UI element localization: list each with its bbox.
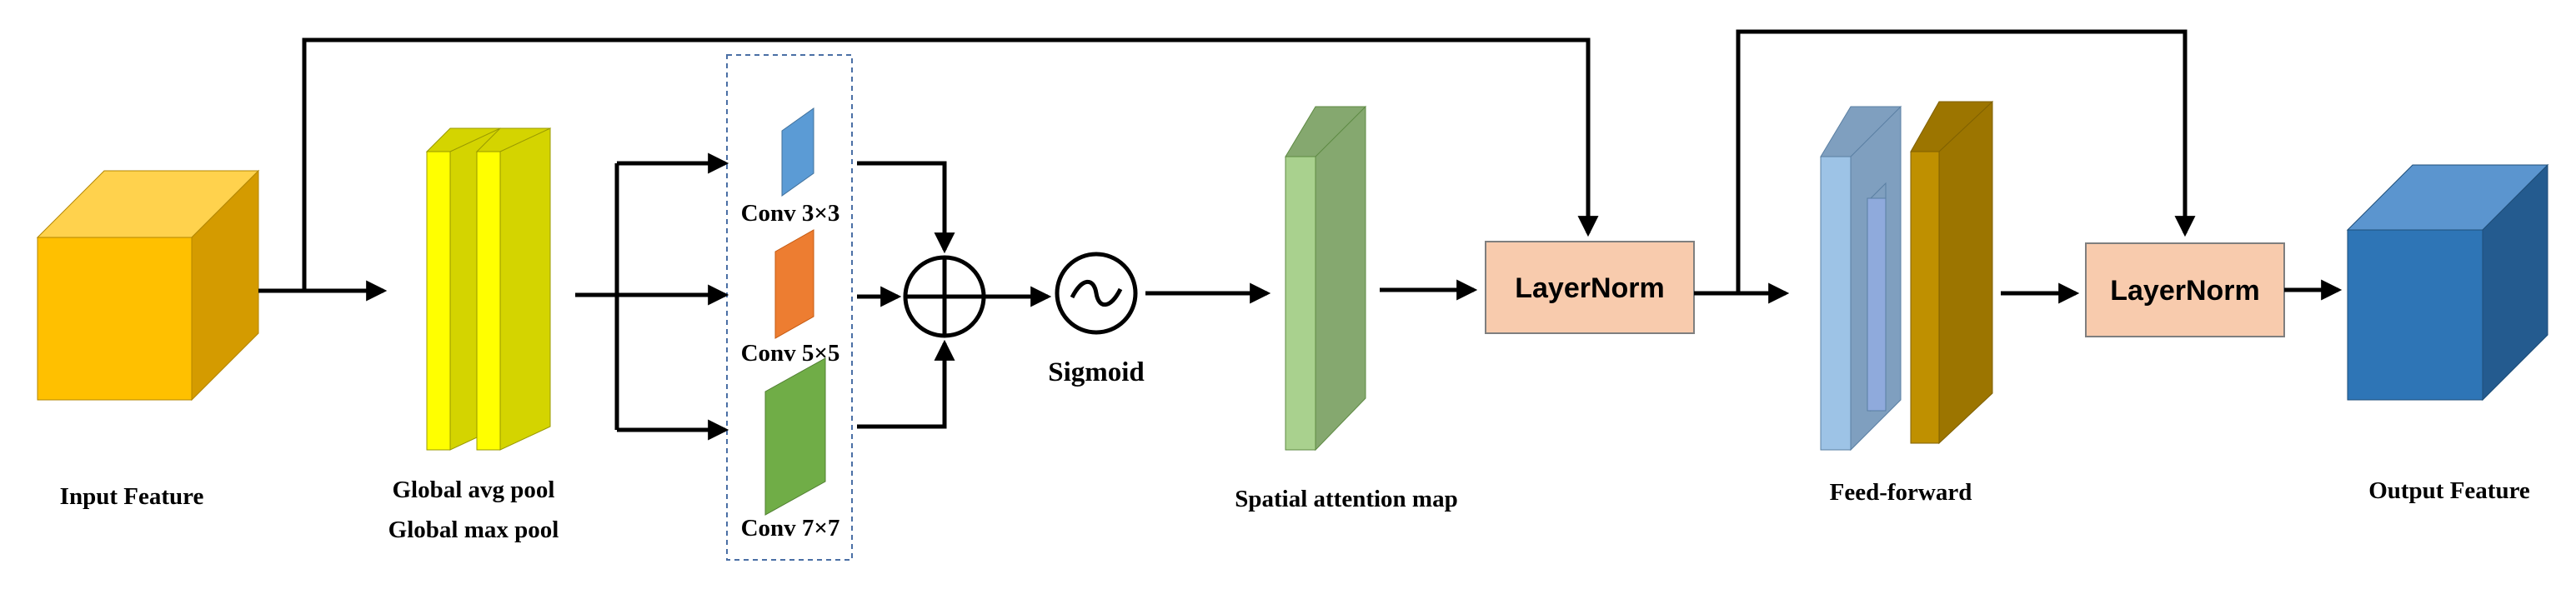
- tilde-circle-icon: [1055, 252, 1138, 335]
- feed-forward-label: Feed-forward: [1830, 479, 1972, 506]
- arrow-conv3-to-sum: [857, 161, 955, 254]
- conv3-kernel: [781, 107, 814, 197]
- layernorm-1-label: LayerNorm: [1515, 272, 1665, 304]
- conv7-label: Conv 7×7: [741, 515, 840, 542]
- spatial-attention-map-block: [1285, 105, 1366, 452]
- spatial-attention-map-label: Spatial attention map: [1235, 486, 1457, 512]
- ff-gold-side: [1938, 100, 1993, 445]
- input-feature-label: Input Feature: [60, 483, 204, 510]
- arrow-conv7-to-sum: [857, 339, 955, 429]
- output-feature-label: Output Feature: [2368, 477, 2530, 504]
- sigmoid-label: Sigmoid: [1048, 357, 1145, 387]
- attention-side: [1315, 105, 1366, 452]
- skip-connection-2: [1736, 29, 2196, 293]
- circled-plus-icon: [903, 255, 986, 338]
- layernorm-2-box: [2085, 242, 2285, 337]
- conv7-kernel: [764, 357, 826, 516]
- ff-small-front: [1867, 197, 1887, 412]
- pool-slab-1-front: [426, 151, 451, 451]
- global-avg-pool-label: Global avg pool: [393, 477, 555, 503]
- layernorm-2-label: LayerNorm: [2110, 275, 2260, 307]
- output-feature-cube: [2346, 163, 2549, 402]
- conv3-label: Conv 3×3: [741, 200, 840, 227]
- layernorm-1-box: [1485, 241, 1695, 334]
- input-cube-front: [37, 237, 193, 401]
- conv-group-box: [726, 54, 853, 561]
- input-feature-cube: [36, 169, 260, 402]
- global-max-pool-label: Global max pool: [388, 517, 559, 543]
- ff-gold-front: [1910, 151, 1940, 444]
- conv5-kernel: [774, 229, 814, 339]
- skip-connection-1: [302, 37, 1599, 291]
- feed-forward-block: [1820, 100, 1993, 452]
- attention-front: [1285, 156, 1316, 451]
- global-pool-block: [425, 127, 552, 451]
- pool-slab-2-side: [499, 127, 551, 451]
- ff-blue-front: [1820, 156, 1852, 451]
- pool-slab-2-front: [476, 151, 501, 451]
- output-cube-front: [2347, 229, 2483, 401]
